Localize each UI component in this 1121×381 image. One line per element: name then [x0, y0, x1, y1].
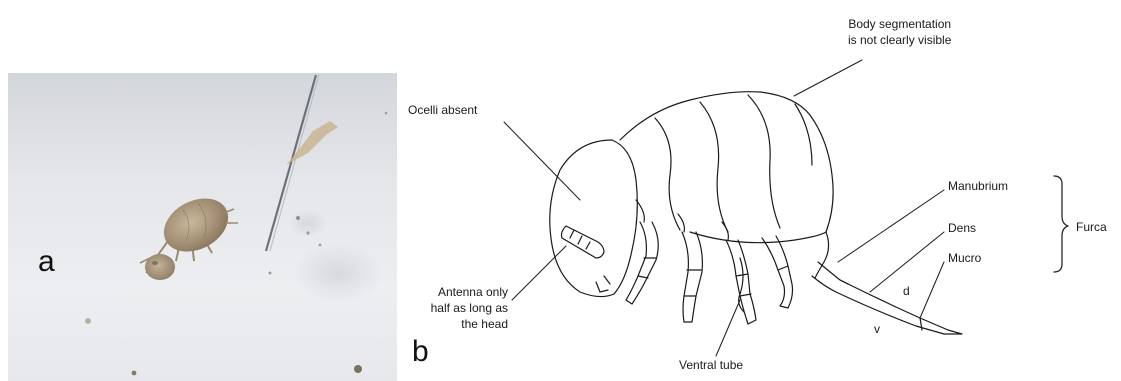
label-body-segmentation-line2: is not clearly visible: [848, 32, 951, 48]
debris-dot: [85, 318, 91, 324]
label-dens: Dens: [948, 220, 976, 236]
slide-smudge: [293, 243, 383, 303]
specimen-photo-drawing: [8, 73, 397, 381]
label-antenna-line1: Antenna only: [410, 284, 508, 300]
ventral-tube-outline: [739, 258, 744, 312]
label-dorsal: d: [903, 284, 910, 298]
leader-ocelli: [504, 122, 580, 200]
debris-fragment: [286, 121, 338, 165]
springtail-diagram: Body segmentation is not clearly visible…: [400, 0, 1121, 381]
head-outline: [550, 140, 638, 297]
debris-dot: [354, 365, 362, 373]
leader-dens: [870, 232, 944, 292]
leader-body-segmentation: [794, 60, 862, 96]
debris-dot: [296, 216, 300, 220]
label-ventral: v: [874, 322, 880, 336]
label-manubrium: Manubrium: [948, 178, 1008, 194]
debris-dot: [132, 371, 137, 376]
legs-outline: [626, 200, 793, 324]
leader-lines: [504, 60, 944, 356]
body-outline: [620, 92, 833, 278]
panel-letter-b: b: [412, 337, 429, 367]
label-antenna-line3: the head: [410, 316, 508, 332]
label-ocelli: Ocelli absent: [408, 102, 477, 118]
leader-mucro: [920, 262, 944, 318]
label-furca: Furca: [1076, 219, 1107, 235]
label-body-segmentation: Body segmentation is not clearly visible: [848, 16, 951, 48]
springtail-specimen: [140, 188, 238, 280]
diagram-drawing: [400, 0, 1121, 381]
label-antenna: Antenna only half as long as the head: [410, 284, 508, 332]
leader-antenna: [512, 246, 566, 300]
leader-manubrium: [838, 190, 944, 262]
antenna-outline: [562, 226, 605, 258]
label-ventral-tube: Ventral tube: [679, 357, 743, 373]
debris-dot: [385, 112, 388, 115]
debris-dot: [319, 244, 322, 247]
furca-brace: [1054, 176, 1068, 272]
panel-letter-a: a: [38, 247, 55, 277]
specimen-photo: [8, 73, 397, 381]
label-mucro: Mucro: [948, 250, 981, 266]
debris-dot: [306, 231, 309, 234]
label-body-segmentation-line1: Body segmentation: [848, 16, 951, 32]
debris-dot: [269, 272, 272, 275]
leader-ventral-tube: [716, 300, 740, 356]
label-antenna-line2: half as long as: [410, 300, 508, 316]
